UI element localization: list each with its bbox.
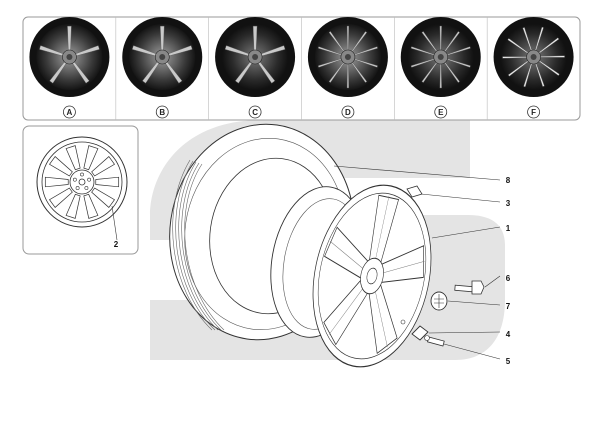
exploded-view: 8 3 1 6 7 4 5 (169, 123, 511, 368)
variant-label-badge (527, 105, 540, 119)
variant-b-wheel: B (115, 17, 203, 120)
variant-label: D (345, 108, 351, 117)
inset-panel: 2 (22, 125, 139, 255)
variant-f-wheel: F (486, 17, 574, 120)
inset-wheel-drawing (36, 136, 128, 228)
variants-strip: A B C D E F (22, 16, 581, 121)
variant-label-badge (248, 105, 262, 119)
callout-number-wheel-rim: 1 (506, 224, 511, 233)
callout-number-center-cap: 7 (506, 302, 511, 311)
inset-callout-number: 2 (114, 240, 119, 249)
callout-number-tyre: 8 (506, 176, 511, 185)
callout-number-balance-weight: 3 (506, 199, 511, 208)
variant-label: E (438, 108, 444, 117)
variant-a-wheel: A (29, 17, 110, 119)
valve-part (424, 335, 445, 347)
variant-label: C (252, 108, 258, 117)
variant-label-badge (434, 105, 448, 119)
variant-label: F (531, 108, 536, 117)
leader-lines (333, 165, 501, 360)
variant-d-wheel: D (301, 17, 388, 120)
callout-number-pressure-sensor: 4 (506, 330, 511, 339)
callout-number-valve: 5 (506, 357, 511, 366)
variant-label-badge (341, 105, 355, 119)
variant-e-wheel: E (394, 17, 481, 120)
variant-label: A (67, 108, 73, 117)
pressure-sensor-part (400, 319, 429, 341)
variant-label-badge (155, 105, 169, 119)
callout-number-wheel-bolt: 6 (506, 274, 511, 283)
wheel-bolt-part (454, 280, 485, 295)
variant-label-badge (63, 105, 76, 119)
variant-c-wheel: C (208, 17, 296, 120)
variant-label: B (159, 108, 165, 117)
center-cap-part (430, 291, 448, 311)
